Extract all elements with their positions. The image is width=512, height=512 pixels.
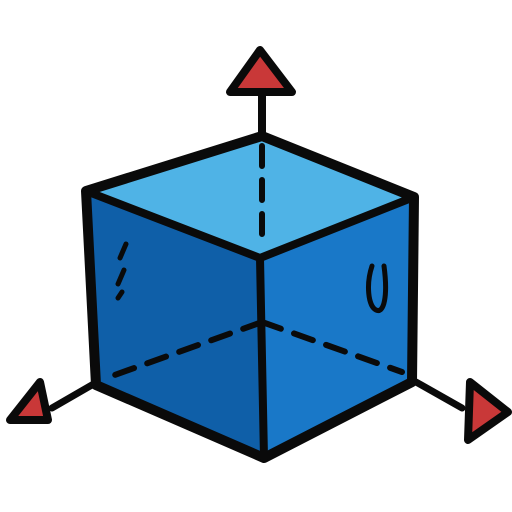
cube-hidden-edges [109,143,405,379]
cube-left-highlight [115,241,129,301]
cube-left-face [86,191,264,458]
arrow-right-icon [464,378,512,444]
cube-right-highlight [366,263,389,313]
cube [81,131,419,463]
arrow-left-icon [6,378,52,424]
arrow-heads [6,46,512,444]
cube-right-face [260,197,414,458]
cube-outline [81,131,419,463]
axis-line-right [412,378,466,412]
arrow-up-icon [226,46,296,96]
cube-front-edges [82,187,418,462]
